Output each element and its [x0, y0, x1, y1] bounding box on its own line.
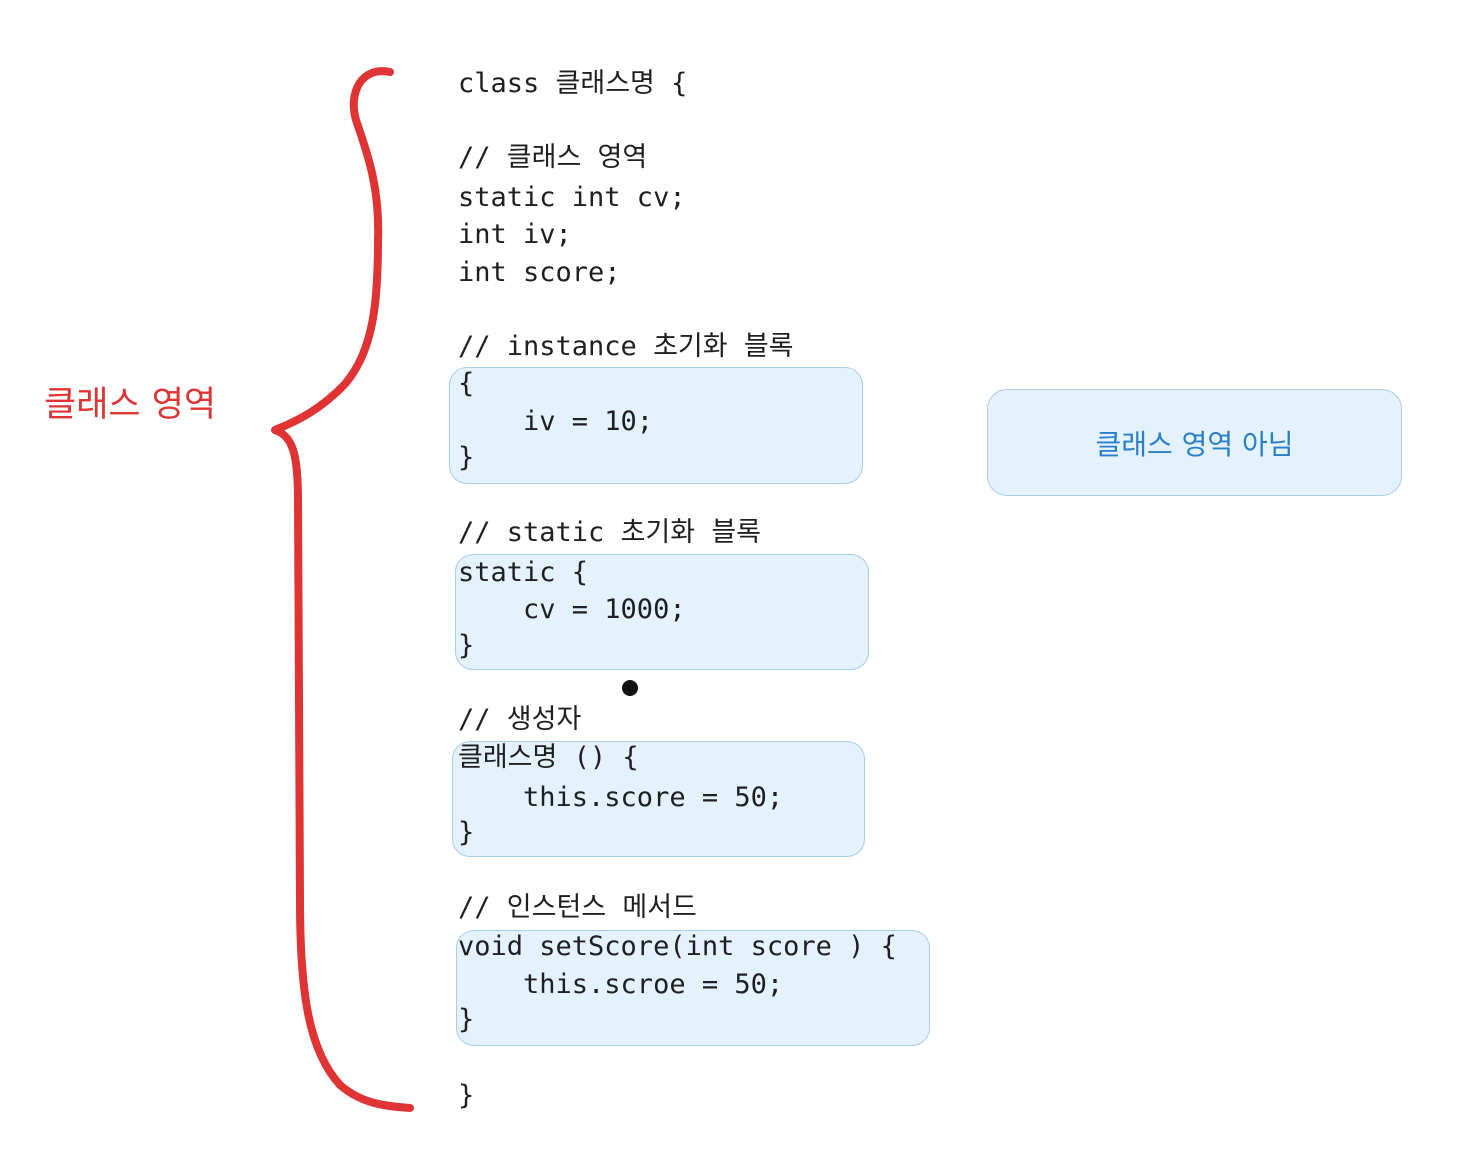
code-line-instance-open: {: [458, 368, 475, 399]
code-line-method-body: this.scroe = 50;: [458, 969, 784, 1000]
code-line-static-open: static {: [458, 557, 589, 588]
code-line-constructor-close: }: [458, 817, 475, 848]
code-comment-class-area: // 클래스 영역: [458, 142, 648, 173]
code-line-static-close: }: [458, 630, 475, 661]
code-line-static-int-cv: static int cv;: [458, 182, 686, 213]
not-class-area-label: 클래스 영역 아님: [1095, 427, 1294, 461]
instance-init-block-box: [449, 367, 863, 484]
code-line-instance-close: }: [458, 442, 475, 473]
code-comment-instance-method: // 인스턴스 메서드: [458, 892, 697, 923]
code-comment-instance-block: // instance 초기화 블록: [458, 331, 794, 362]
not-class-area-box: 클래스 영역 아님: [987, 389, 1402, 496]
code-line-class-header: class 클래스명 {: [458, 68, 688, 99]
code-line-static-body: cv = 1000;: [458, 594, 686, 625]
code-line-instance-body: iv = 10;: [458, 406, 654, 437]
static-init-block-box: [455, 554, 869, 670]
brace-path: [271, 67, 414, 1112]
code-line-method-close: }: [458, 1004, 475, 1035]
code-line-int-iv: int iv;: [458, 219, 572, 250]
code-line-constructor-body: this.score = 50;: [458, 782, 784, 813]
code-line-constructor-open: 클래스명 () {: [458, 742, 639, 773]
code-line-class-close: }: [458, 1080, 475, 1111]
code-line-int-score: int score;: [458, 257, 621, 288]
constructor-block-box: [452, 741, 865, 857]
class-area-label: 클래스 영역: [44, 385, 217, 425]
code-line-method-open: void setScore(int score ) {: [458, 931, 897, 962]
bullet-dot: [622, 680, 638, 696]
code-comment-constructor: // 생성자: [458, 704, 582, 735]
instance-method-block-box: [456, 930, 930, 1046]
code-comment-static-block: // static 초기화 블록: [458, 517, 762, 548]
